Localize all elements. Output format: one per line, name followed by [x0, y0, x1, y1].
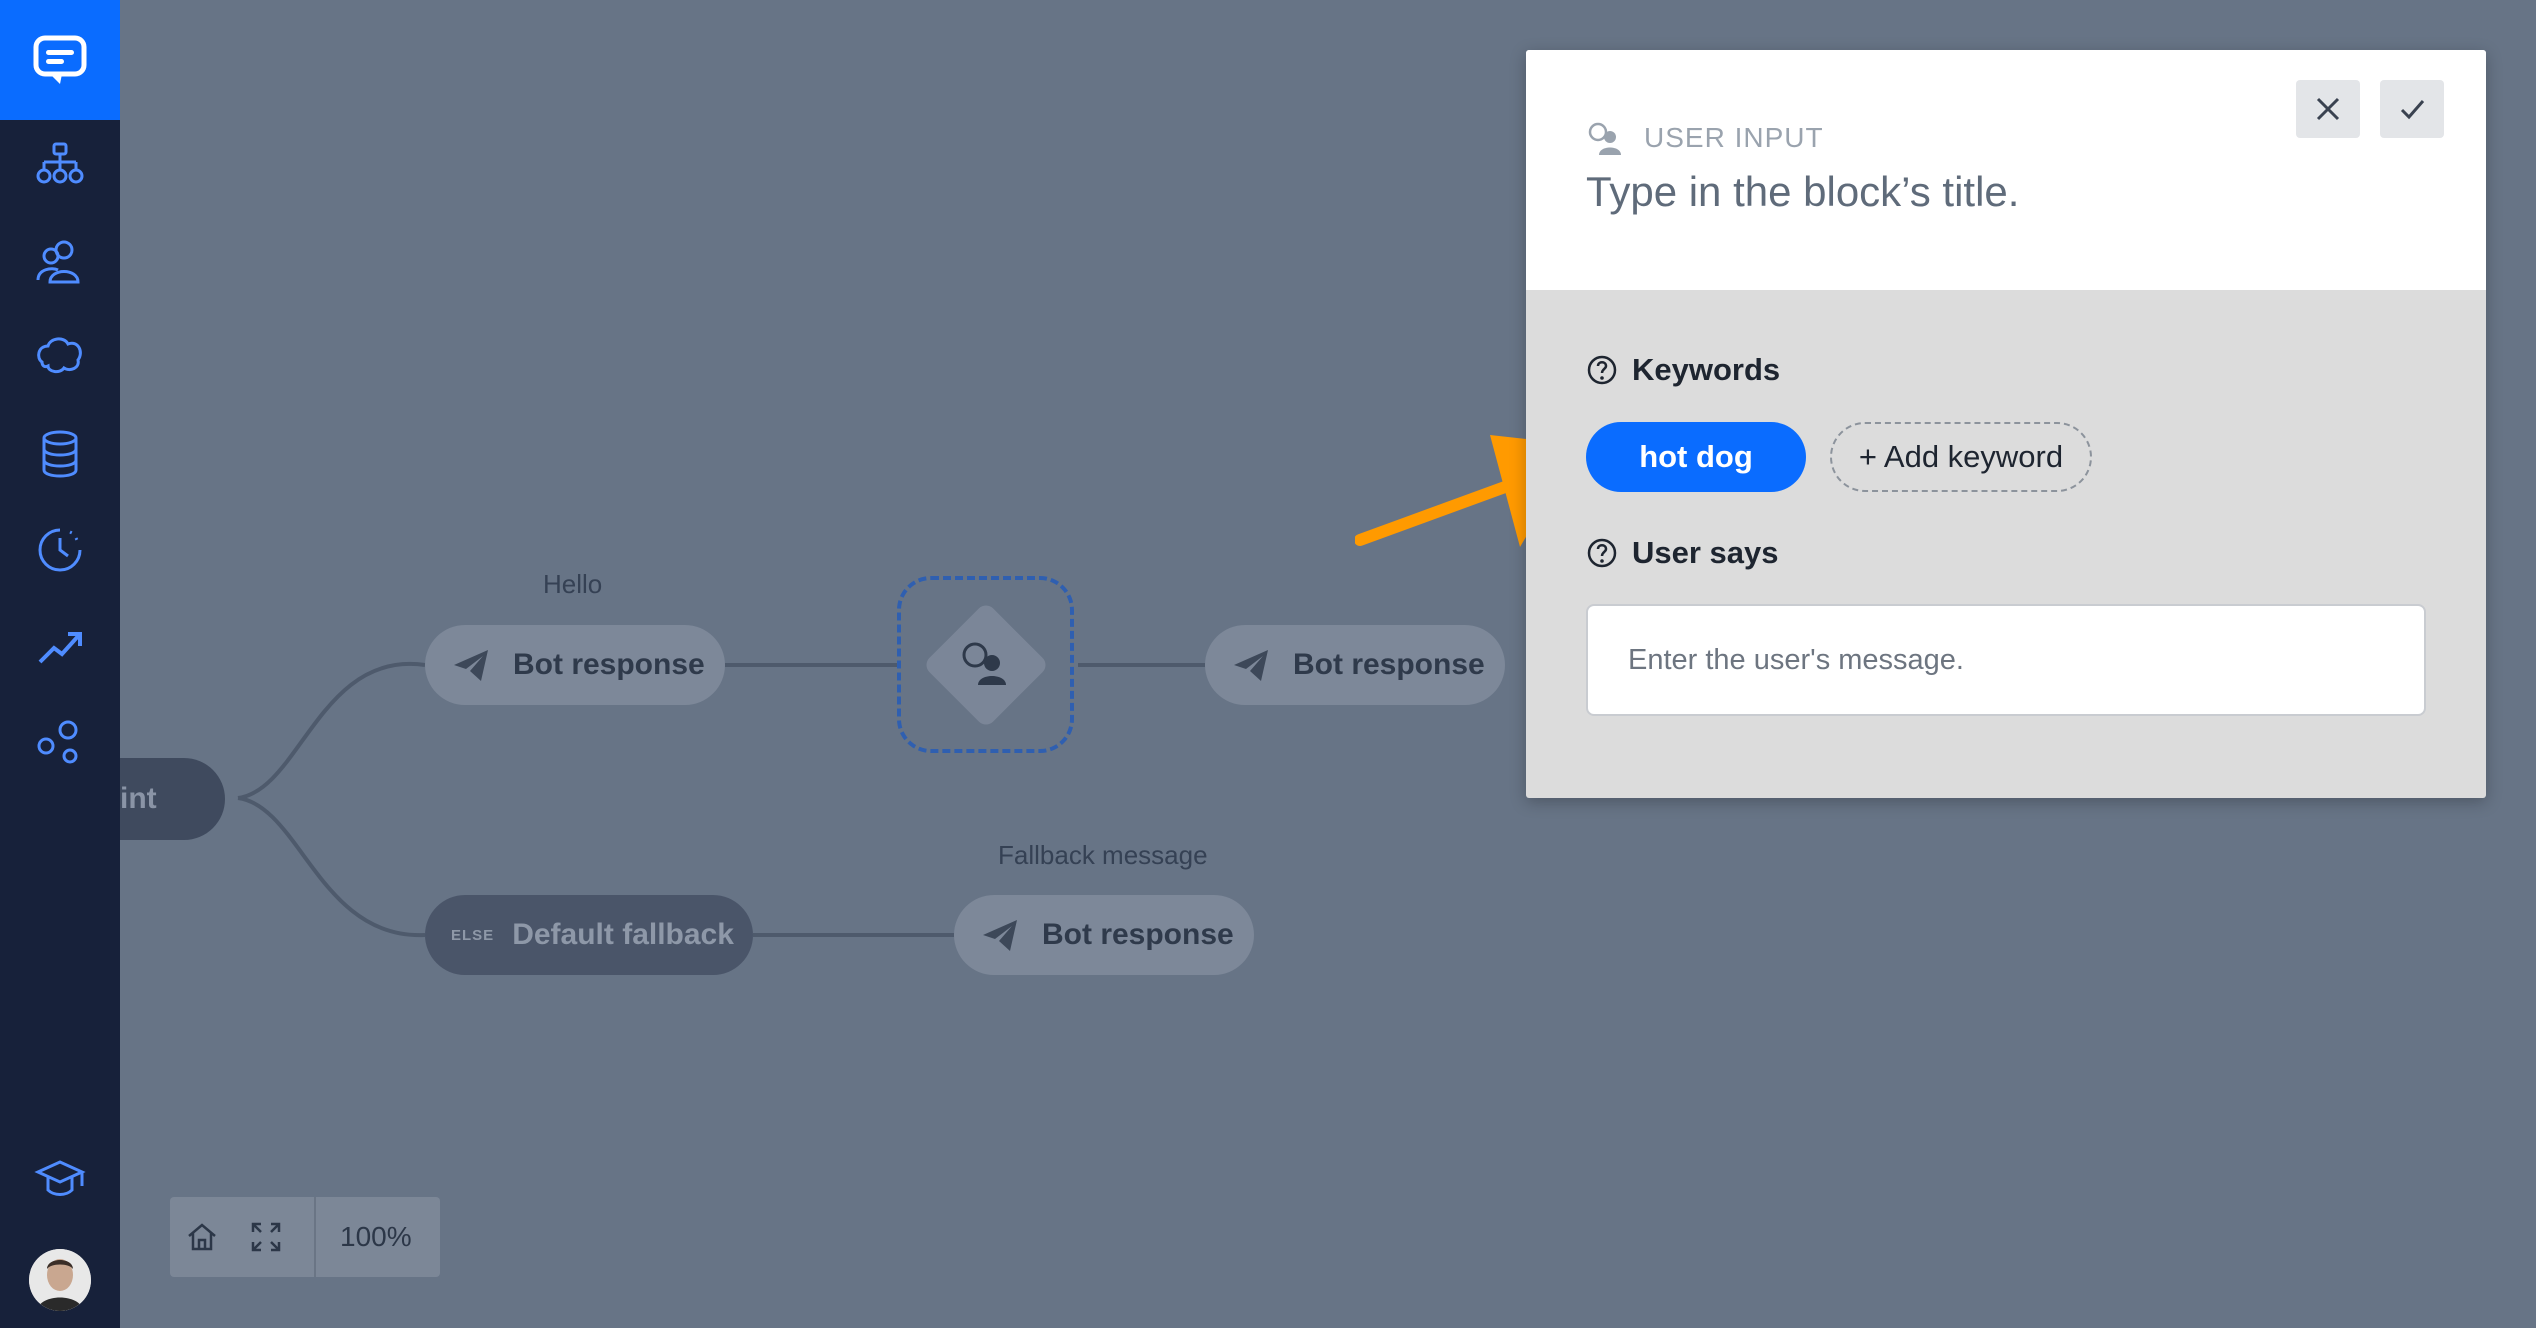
- help-icon[interactable]: [1586, 537, 1618, 569]
- analytics-icon[interactable]: [30, 616, 90, 676]
- confirm-button[interactable]: [2380, 80, 2444, 138]
- user-input-icon: [962, 642, 1006, 685]
- check-icon: [2400, 100, 2425, 120]
- node-label: Fallback message: [998, 840, 1208, 870]
- sidebar: [0, 0, 120, 1328]
- stories-icon[interactable]: [30, 136, 90, 196]
- expand-icon: [251, 1222, 281, 1252]
- paper-plane-icon: [983, 920, 1017, 951]
- paper-plane-icon: [1234, 650, 1268, 681]
- node-label: Hello: [543, 569, 603, 599]
- start-node[interactable]: int: [120, 758, 225, 840]
- user-input-icon: [1588, 122, 1621, 155]
- flow-canvas[interactable]: int Hello Bot response Bot response ELSE…: [120, 0, 2536, 1328]
- avatar[interactable]: [29, 1249, 91, 1311]
- connector-lines: [237, 661, 1205, 938]
- close-icon: [2316, 97, 2340, 121]
- user-input-node[interactable]: [897, 576, 1074, 753]
- keywords-section: Keywords: [1586, 352, 1780, 388]
- users-icon[interactable]: [30, 232, 90, 292]
- fit-screen-button[interactable]: [234, 1197, 298, 1277]
- add-keyword-button[interactable]: + Add keyword: [1830, 422, 2092, 492]
- panel-header: USER INPUT Type in the block’s title.: [1526, 50, 2486, 290]
- learning-icon[interactable]: [30, 1150, 90, 1210]
- bot-response-node[interactable]: Bot response: [425, 625, 725, 705]
- bot-response-node[interactable]: Bot response: [954, 895, 1254, 975]
- paper-plane-icon: [454, 650, 488, 681]
- help-icon[interactable]: [1586, 354, 1618, 386]
- zoom-toolbar: 100%: [170, 1197, 440, 1277]
- data-icon[interactable]: [30, 424, 90, 484]
- default-fallback-node[interactable]: ELSE Default fallback: [425, 895, 753, 975]
- chatbot-logo-icon[interactable]: [0, 0, 120, 120]
- user-says-input[interactable]: [1586, 604, 2426, 716]
- block-title-input[interactable]: Type in the block’s title.: [1586, 168, 2020, 215]
- history-icon[interactable]: [30, 520, 90, 580]
- block-editor-panel: USER INPUT Type in the block’s title. Ke…: [1526, 50, 2486, 798]
- integrations-icon[interactable]: [30, 712, 90, 772]
- close-button[interactable]: [2296, 80, 2360, 138]
- keyword-chip[interactable]: hot dog: [1586, 422, 1806, 492]
- training-icon[interactable]: [30, 328, 90, 388]
- zoom-level: 100%: [340, 1221, 412, 1252]
- home-button[interactable]: [170, 1197, 234, 1277]
- user-says-section: User says: [1586, 535, 1779, 571]
- home-icon: [188, 1223, 216, 1251]
- block-type-label: USER INPUT: [1644, 122, 1824, 153]
- bot-response-node[interactable]: Bot response: [1205, 625, 1505, 705]
